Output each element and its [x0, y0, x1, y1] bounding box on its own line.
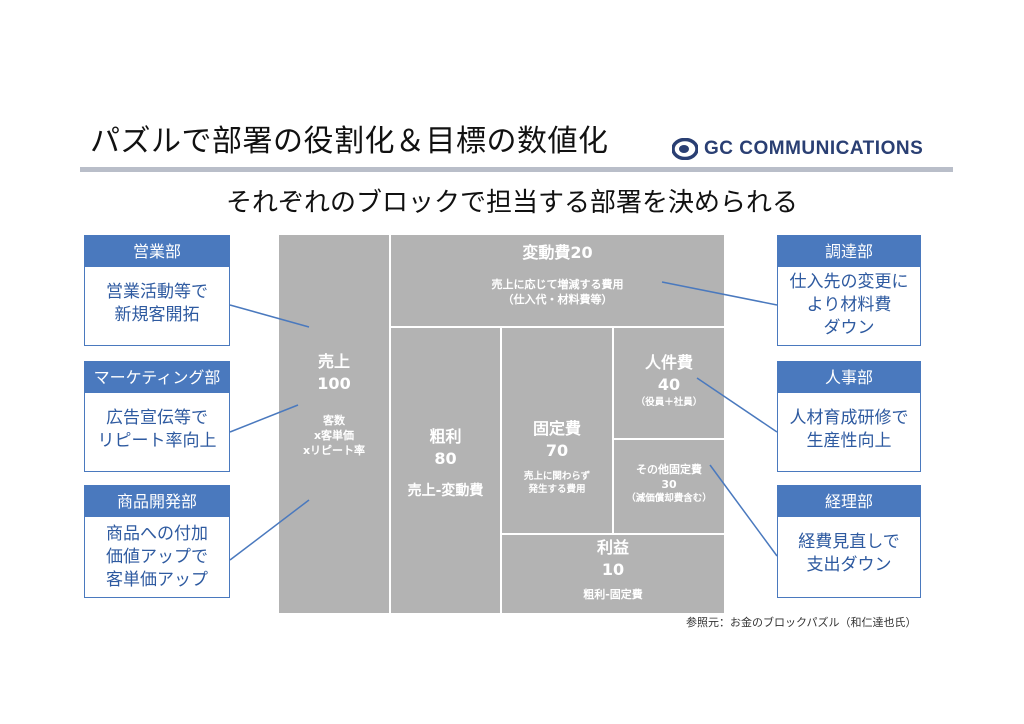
dept-desc: 営業活動等で 新規客開拓: [106, 282, 208, 325]
gc-logo-icon: [672, 138, 698, 160]
block-other-fixed-cost: その他固定費 30 （減価償却費含む）: [614, 440, 724, 533]
title-divider: [80, 167, 953, 172]
connector-product-dev: [229, 499, 310, 561]
variable-cost-desc: 売上に応じて増減する費用: [491, 278, 624, 291]
sales-formula-2: x客単価: [313, 429, 355, 442]
block-gross-profit: 粗利 80 売上-変動費: [391, 328, 500, 613]
dept-name: 調達部: [778, 236, 920, 267]
connector-procurement: [661, 281, 778, 306]
logo-text: GC COMMUNICATIONS: [704, 138, 924, 159]
variable-cost-note: （仕入代・材料費等）: [502, 293, 613, 306]
gross-profit-formula: 売上-変動費: [407, 483, 484, 499]
fixed-cost-value: 70: [545, 441, 569, 460]
sales-formula-1: 客数: [323, 414, 345, 427]
dept-name: マーケティング部: [85, 362, 229, 393]
connector-accounting: [709, 464, 778, 557]
dept-desc: 人材育成研修で 生産性向上: [789, 408, 909, 451]
other-fixed-label: その他固定費: [636, 463, 702, 476]
dept-hr: 人事部 人材育成研修で 生産性向上: [777, 361, 921, 472]
profit-formula: 粗利-固定費: [583, 588, 643, 601]
connector-sales: [229, 304, 310, 328]
variable-cost-title: 変動費20: [522, 243, 593, 262]
block-personnel-cost: 人件費 40 （役員＋社員）: [614, 328, 724, 438]
dept-accounting: 経理部 経費見直しで 支出ダウン: [777, 485, 921, 598]
profit-value: 10: [601, 560, 625, 579]
block-sales: 売上 100 客数 x客単価 xリピート率: [279, 235, 389, 613]
page-title: パズルで部署の役割化＆目標の数値化: [90, 124, 609, 159]
fixed-cost-desc-1: 売上に関わらず: [523, 471, 591, 482]
connector-hr: [696, 377, 778, 433]
fixed-cost-label: 固定費: [532, 419, 581, 438]
profit-label: 利益: [596, 538, 629, 557]
dept-name: 営業部: [85, 236, 229, 267]
company-logo: GC COMMUNICATIONS: [672, 138, 923, 160]
block-profit: 利益 10 粗利-固定費: [502, 535, 724, 613]
source-note: 参照元：お金のブロックパズル（和仁達也氏）: [686, 616, 917, 629]
dept-desc: 仕入先の変更に より材料費 ダウン: [789, 272, 909, 338]
dept-name: 人事部: [778, 362, 920, 393]
block-fixed-cost: 固定費 70 売上に関わらず 発生する費用: [502, 328, 612, 533]
personnel-value: 40: [657, 375, 681, 394]
dept-desc: 商品への付加 価値アップで 客単価アップ: [106, 524, 208, 590]
other-fixed-note: （減価償却費含む）: [626, 493, 712, 504]
personnel-note: （役員＋社員）: [635, 397, 703, 408]
dept-name: 商品開発部: [85, 486, 229, 517]
dept-product-dev: 商品開発部 商品への付加 価値アップで 客単価アップ: [84, 485, 230, 598]
other-fixed-value: 30: [661, 478, 677, 491]
dept-sales: 営業部 営業活動等で 新規客開拓: [84, 235, 230, 346]
subtitle: それぞれのブロックで担当する部署を決められる: [225, 188, 798, 218]
fixed-cost-desc-2: 発生する費用: [528, 484, 586, 495]
sales-formula-3: xリピート率: [302, 444, 366, 457]
sales-label: 売上: [317, 352, 350, 371]
gross-profit-label: 粗利: [429, 427, 462, 446]
connector-marketing: [229, 404, 299, 433]
dept-desc: 広告宣伝等で リピート率向上: [97, 408, 217, 451]
dept-marketing: マーケティング部 広告宣伝等で リピート率向上: [84, 361, 230, 472]
dept-desc: 経費見直しで 支出ダウン: [798, 532, 900, 575]
dept-procurement: 調達部 仕入先の変更に より材料費 ダウン: [777, 235, 921, 346]
personnel-label: 人件費: [644, 353, 693, 372]
sales-value: 100: [317, 374, 351, 393]
block-variable-cost: 変動費20 売上に応じて増減する費用 （仕入代・材料費等）: [391, 235, 724, 326]
dept-name: 経理部: [778, 486, 920, 517]
gross-profit-value: 80: [434, 449, 457, 468]
